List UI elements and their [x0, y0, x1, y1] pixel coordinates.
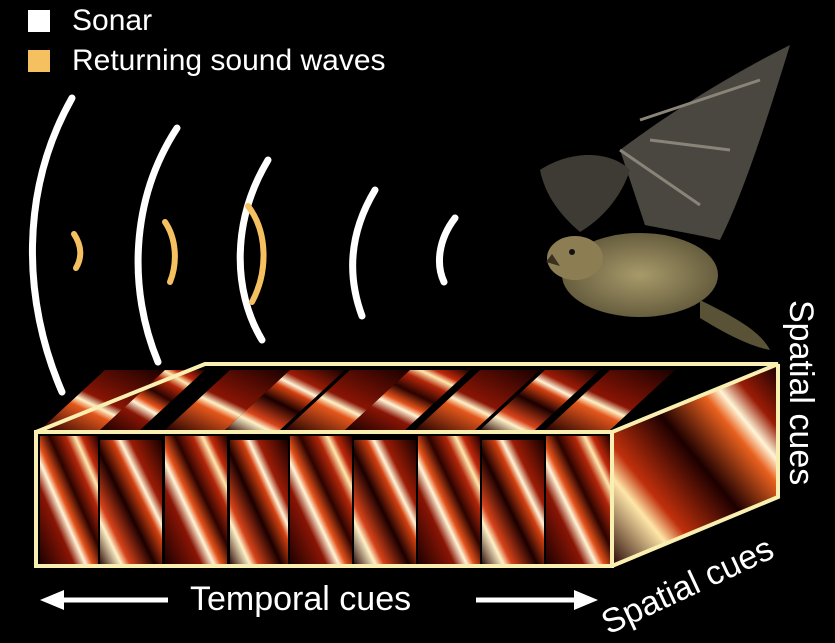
arrow-right-head — [574, 590, 598, 610]
spatial-cues-vertical-label: Spatial cues — [782, 300, 820, 486]
temporal-axis-arrows — [40, 590, 598, 610]
spectrogram-slice — [230, 440, 288, 566]
sonar-arc — [134, 124, 181, 366]
spectrogram-slices-front — [40, 436, 610, 566]
spectrogram-slice — [354, 440, 416, 566]
sonar-waves — [29, 94, 459, 396]
arrow-left-head — [40, 590, 64, 610]
spectrogram-slice — [165, 436, 227, 566]
data-cube-frame — [34, 362, 780, 568]
legend-swatch-sonar — [28, 10, 50, 32]
echo-arc — [71, 231, 84, 271]
spectrogram-slice — [100, 440, 162, 566]
legend-item-sonar: Sonar — [28, 6, 152, 36]
legend-item-returning: Returning sound waves — [28, 46, 386, 76]
sonar-arc — [349, 186, 379, 320]
echo-arc — [162, 219, 178, 285]
spectrogram-slice — [546, 436, 610, 566]
spectrogram-slices-top — [40, 370, 675, 430]
legend-swatch-returning — [28, 50, 50, 72]
spectrogram-slice — [40, 436, 98, 566]
temporal-cues-label: Temporal cues — [190, 580, 412, 618]
sonar-arc — [29, 94, 76, 396]
sonar-arc — [436, 214, 459, 286]
spectrogram-slice — [290, 436, 352, 566]
spectrogram-slice — [418, 436, 480, 566]
diagram-svg — [29, 45, 790, 610]
bat-illustration — [540, 45, 790, 350]
spectrogram-side-face — [612, 364, 778, 566]
echo-arc — [245, 203, 267, 305]
diagram-canvas: Sonar Returning sound waves Temporal cue… — [28, 6, 820, 642]
legend-label-sonar: Sonar — [72, 4, 153, 37]
sonar-arc — [236, 156, 272, 344]
spectrogram-slice — [482, 440, 544, 566]
legend-label-returning: Returning sound waves — [72, 44, 386, 77]
returning-waves — [71, 203, 267, 305]
